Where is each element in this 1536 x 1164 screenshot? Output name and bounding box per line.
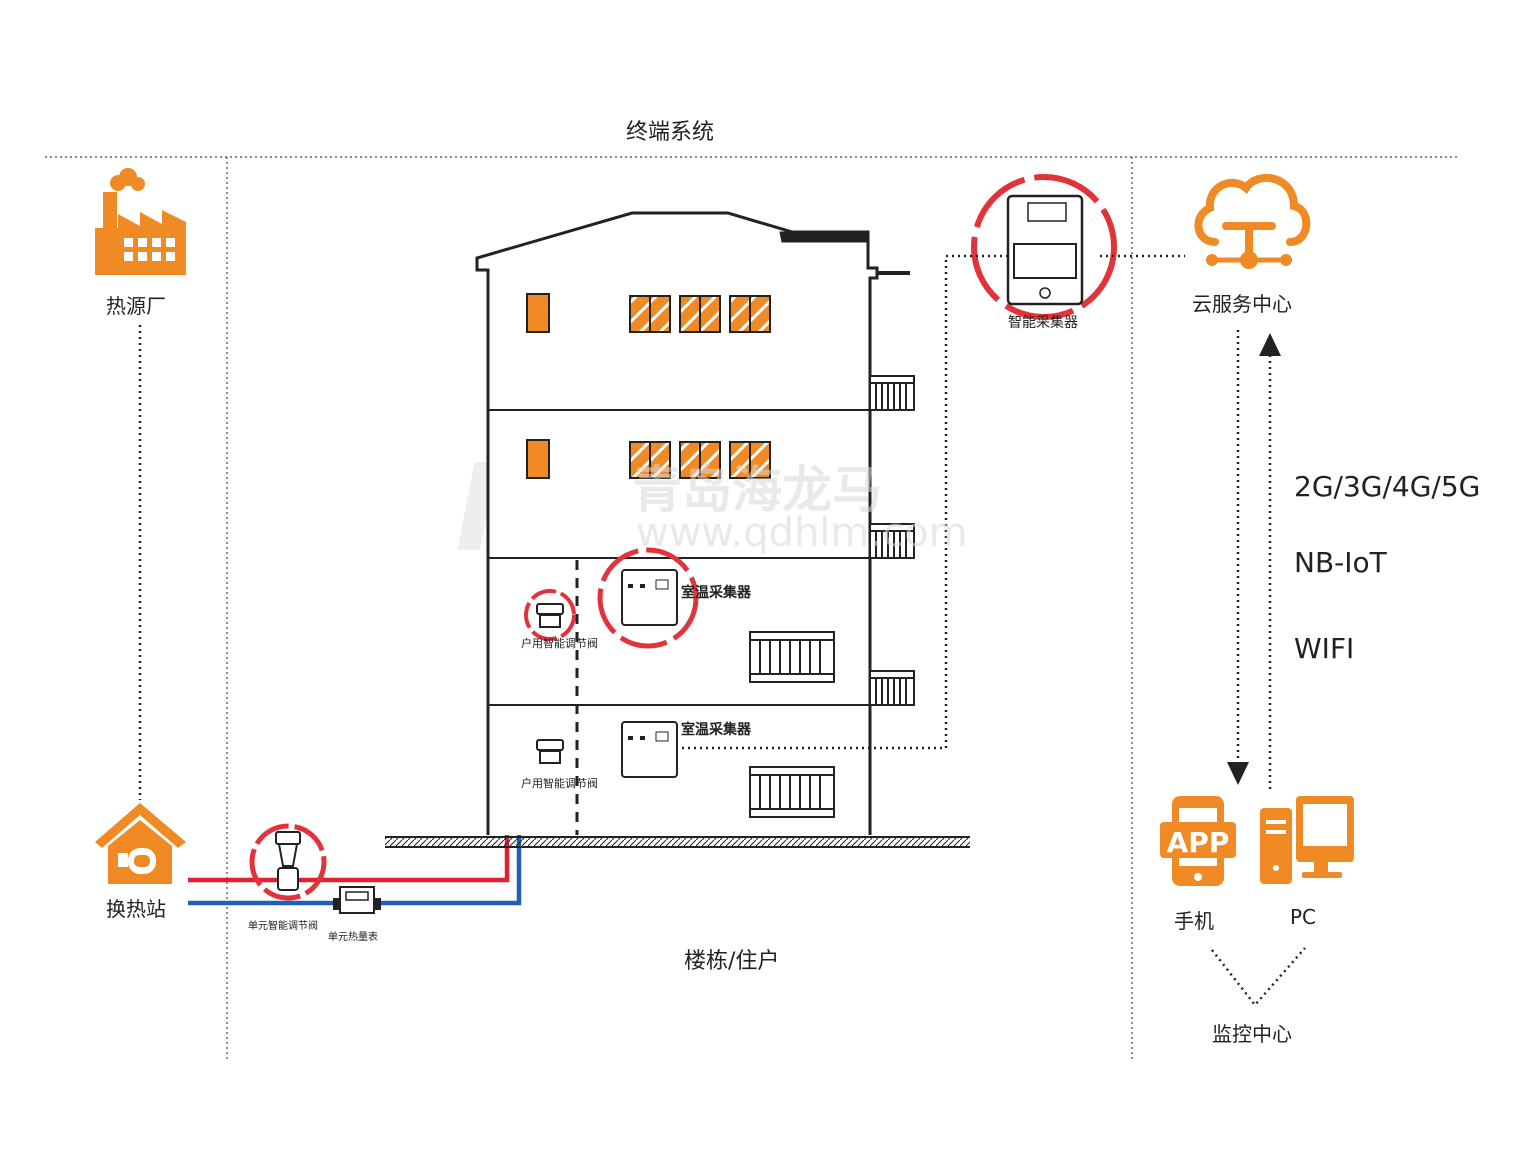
arrow-down-icon — [1227, 762, 1249, 785]
watermark-url: www.qdhlm.com — [636, 510, 968, 556]
cloud-network-icon — [1194, 173, 1311, 263]
phone-label: 手机 — [1174, 909, 1214, 933]
radiators — [749, 631, 835, 818]
windows — [526, 293, 771, 479]
watermark-brand: 青岛海龙马 — [632, 461, 882, 519]
room-sensor-label-1: 室温采集器 — [681, 585, 751, 601]
network-wifi: WIFI — [1294, 632, 1355, 665]
network-2g-5g: 2G/3G/4G/5G — [1294, 470, 1481, 503]
supply-pipe-main — [188, 560, 510, 883]
cloud-label: 云服务中心 — [1192, 292, 1292, 316]
unit-valve-icon — [249, 823, 327, 901]
cloud-nodes — [1206, 251, 1292, 269]
app-phone-icon: APP — [1160, 796, 1236, 886]
return-pipe-main — [188, 560, 522, 906]
household-valve-label-2: 户用智能调节阀 — [521, 777, 598, 790]
section-dividers — [45, 156, 1460, 1060]
collector-label: 智能采集器 — [1008, 315, 1078, 331]
house-pump-icon — [95, 803, 186, 884]
balconies — [869, 375, 915, 706]
ground — [385, 836, 970, 848]
room-sensor-label-2: 室温采集器 — [681, 722, 751, 738]
smart-collector-icon — [971, 174, 1117, 320]
unit-heat-meter-icon — [333, 886, 381, 914]
unit-valve-label: 单元智能调节阀 — [248, 921, 318, 932]
heat-source-label: 热源厂 — [106, 294, 166, 318]
monitor-links — [1211, 947, 1306, 1007]
building-label: 楼栋/住户 — [684, 949, 780, 974]
factory-icon — [95, 168, 186, 275]
monitor-center-label: 监控中心 — [1212, 1022, 1292, 1046]
svg-text:APP: APP — [1167, 826, 1230, 859]
unit-meter-label: 单元热量表 — [328, 932, 378, 943]
pc-label: PC — [1290, 905, 1317, 929]
room-temp-sensors — [597, 547, 699, 778]
collector-links — [680, 254, 1185, 750]
page-title: 终端系统 — [626, 120, 715, 145]
household-valves — [524, 589, 576, 764]
network-nb-iot: NB-IoT — [1294, 546, 1387, 579]
exchange-station-label: 换热站 — [106, 897, 166, 921]
household-valve-label-1: 户用智能调节阀 — [521, 637, 598, 650]
network-arrows — [1227, 330, 1281, 790]
arrow-up-icon — [1259, 333, 1281, 356]
pc-icon — [1260, 796, 1354, 884]
